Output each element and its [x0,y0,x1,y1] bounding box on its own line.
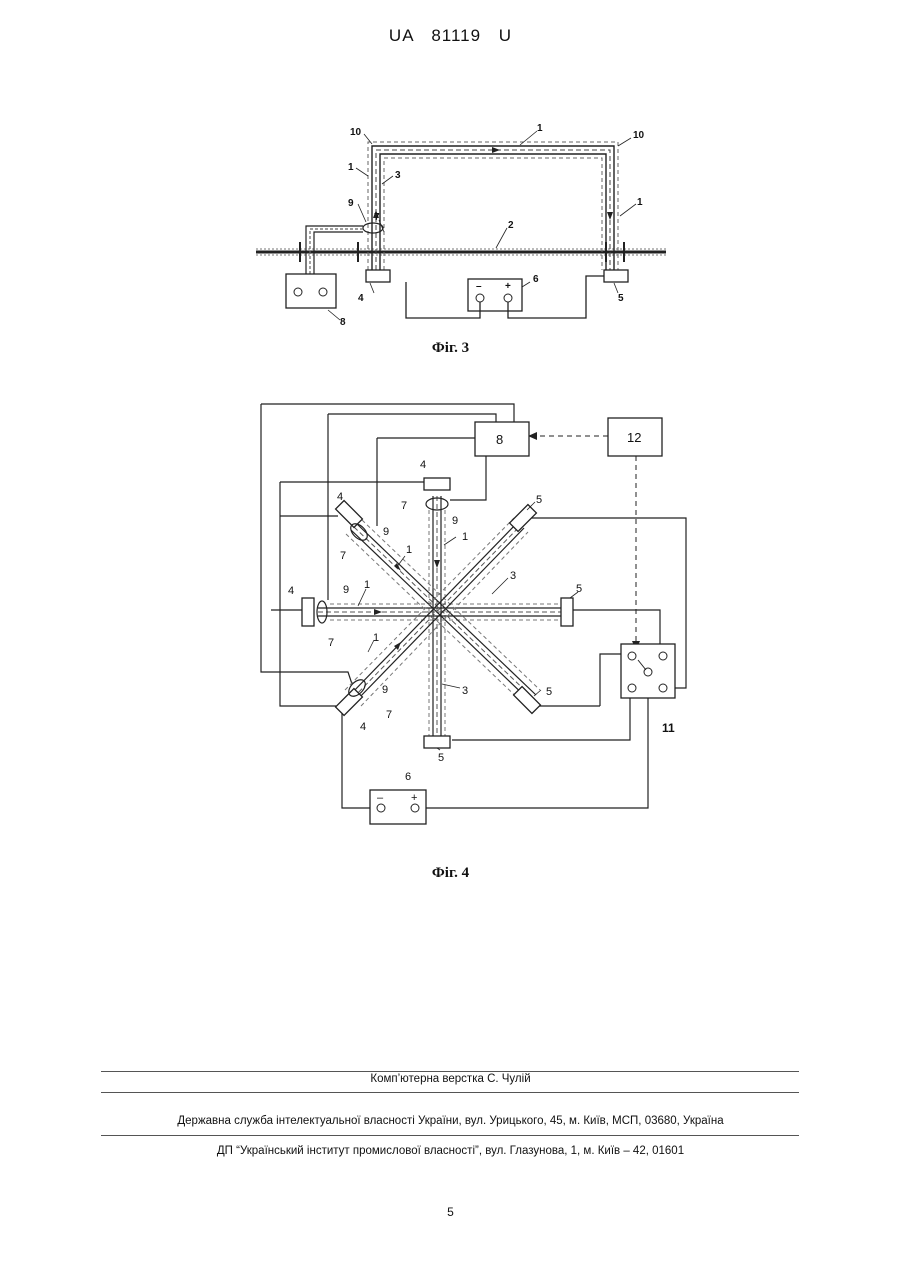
footer-rule-2 [101,1092,799,1093]
fig3-label-6: 6 [533,274,539,285]
fig4-label-4-ul: 4 [337,491,343,503]
fig4-label-5-lr: 5 [546,686,552,698]
institute-address: ДП “Український інститут промислової вла… [0,1145,901,1157]
fig3-label-8: 8 [340,317,346,328]
fig4-label-7-ul: 7 [340,550,346,562]
fig4-label-4-top: 4 [420,459,426,471]
instrument-box-8 [286,274,336,308]
power-source-6: – + [468,279,522,311]
footer-rule-3 [101,1135,799,1136]
fig4-label-3-bottom: 3 [462,685,468,697]
page-number: 5 [0,1205,901,1219]
battery-minus-sign: – [476,281,482,292]
fig4-label-5-bottom: 5 [438,752,444,764]
figure-4-caption: Фіг. 4 [0,865,901,882]
fig4-label-9-ul: 9 [383,526,389,538]
fig3-label-1-right: 1 [637,197,643,208]
electrode-block-4 [366,270,390,282]
fig4-label-9-left: 9 [343,584,349,596]
fig4-label-9-top: 9 [452,515,458,527]
fig4-label-7-top: 7 [401,500,407,512]
electrode-block-5 [604,270,628,282]
fig4-label-7-left: 7 [328,637,334,649]
fig4-label-1-ll: 1 [373,632,379,644]
box-8-label: 8 [496,432,503,447]
fig4-label-5-right: 5 [576,583,582,595]
fig3-label-2: 2 [508,220,514,231]
typesetting-credit: Комп’ютерна верстка С. Чулій [0,1073,901,1085]
fig3-label-1-top: 1 [537,123,543,134]
fig3-label-4: 4 [358,293,364,304]
fig3-label-5: 5 [618,293,624,304]
fig3-label-10-left: 10 [350,127,362,138]
battery-plus-sign-fig4: + [411,792,417,804]
fig4-label-4-ll: 4 [360,721,366,733]
fig3-label-7: 7 [374,212,380,223]
figure-3-caption: Фіг. 3 [0,340,901,357]
fig3-label-9: 9 [348,198,354,209]
footer-rule-1 [101,1071,799,1072]
switch-box-11 [621,644,675,698]
fig4-label-5-ur: 5 [536,494,542,506]
box-6-label: 6 [405,771,411,783]
fig4-label-1-left: 1 [364,579,370,591]
fig4-label-9-ll: 9 [382,684,388,696]
fig4-label-4-left: 4 [288,585,294,597]
figure-4-diagram: 8 12 – + 4 7 9 1 4 9 7 1 5 3 4 [0,390,901,870]
fig4-label-3-ur: 3 [510,570,516,582]
electrodes-5 [424,505,573,748]
control-wiring [261,404,686,808]
fig3-label-10-right: 10 [633,130,645,141]
fig3-label-1-left: 1 [348,162,354,173]
fig3-label-3: 3 [395,170,401,181]
patent-office-address: Державна служба інтелектуальної власност… [0,1115,901,1127]
pipeline [256,249,666,255]
fig4-label-1-ul: 1 [406,544,412,556]
fig4-label-7-ll: 7 [386,709,392,721]
box-11-label: 11 [662,721,675,735]
fig4-label-1-top: 1 [462,531,468,543]
box-12-label: 12 [627,430,641,445]
battery-minus-sign-fig4: – [377,792,384,804]
battery-plus-sign: + [505,281,511,292]
control-link [536,436,636,642]
power-source-6-fig4: – + [370,790,426,824]
figure-3-diagram: – + 10 1 10 1 3 1 9 7 2 6 4 5 8 [0,0,901,380]
